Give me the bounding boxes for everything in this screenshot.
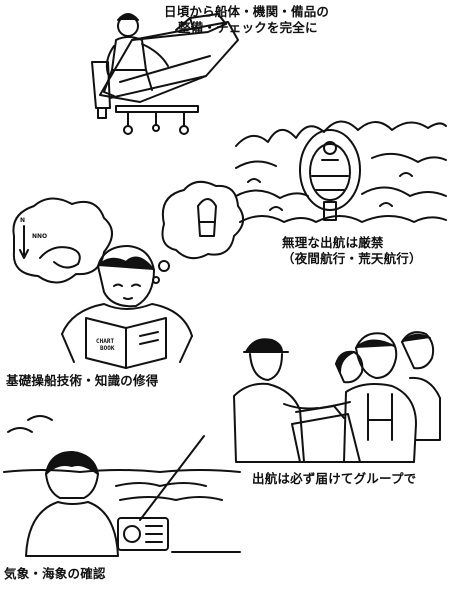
book-cover-label: BOOK [100, 345, 115, 352]
wave-crests [235, 120, 447, 147]
windshield [175, 13, 227, 31]
thought-bubble-right [161, 180, 245, 260]
caption-departure: 出航は必ず届けてグループで [252, 471, 416, 487]
officer-body [233, 382, 305, 463]
radio-speaker [123, 525, 141, 543]
study-scene [12, 180, 245, 369]
caption-rough-sea: 無理な出航は厳禁 （夜間航行・荒天航行） [282, 235, 422, 267]
pilot-head [323, 141, 337, 155]
officer-head [249, 353, 283, 381]
boat-maintenance-scene [91, 13, 239, 135]
caption-line: 日頃から船体・機関・備品の [164, 4, 330, 19]
student-head [97, 245, 155, 308]
caption-line: 基礎操船技術・知識の修得 [6, 373, 159, 388]
trailer-frame [115, 105, 199, 113]
student-shoulders [61, 303, 193, 337]
boat-top-view [299, 129, 361, 211]
man-body [25, 501, 119, 557]
caption-weather: 気象・海象の確認 [4, 566, 106, 582]
outboard-motor [91, 61, 111, 109]
rough-sea-scene [235, 120, 447, 223]
thought-bubble-left [12, 197, 113, 284]
book-cover-label: CHART [96, 338, 114, 345]
radio-antenna [139, 435, 205, 521]
caption-line: 出航は必ず届けてグループで [252, 471, 417, 486]
boat-thought-icon [197, 198, 217, 237]
thought-label: NNO [32, 233, 47, 240]
officer-cap [245, 338, 283, 353]
trailer-wheel [179, 125, 189, 135]
group-member-body [343, 383, 417, 463]
caption-line: （夜間航行・荒天航行） [282, 251, 422, 266]
caption-line: 無理な出航は厳禁 [282, 235, 384, 250]
caption-line: 整備・チェックを完全に [178, 20, 318, 35]
caption-maintenance: 日頃から船体・機関・備品の 整備・チェックを完全に [164, 4, 329, 36]
compass-label: N [20, 217, 25, 224]
departure-scene [233, 331, 441, 463]
engine-top-view [323, 201, 337, 221]
open-book-right [125, 317, 167, 369]
weather-scene [3, 415, 241, 557]
horizon-line [3, 469, 241, 473]
mechanic-body [111, 36, 147, 71]
caption-study: 基礎操船技術・知識の修得 [6, 373, 158, 389]
radio [117, 517, 169, 551]
group-member-head [355, 332, 398, 379]
trailer-wheel [123, 125, 133, 135]
caption-line: 気象・海象の確認 [4, 566, 106, 581]
group-member-head [401, 331, 435, 370]
